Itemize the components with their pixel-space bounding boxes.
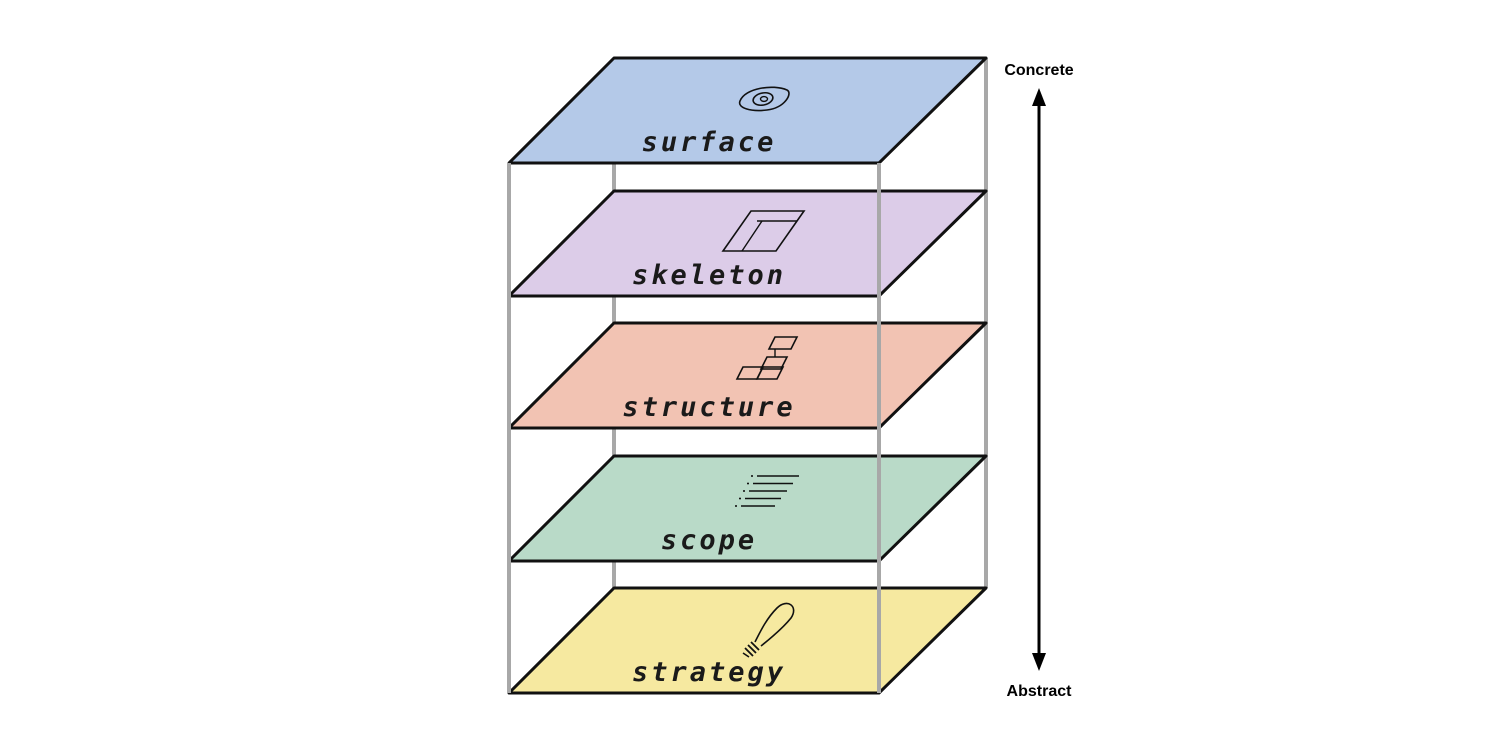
plane-structure-label: structure — [622, 392, 795, 423]
axis-bottom-label: Abstract — [1007, 683, 1073, 700]
planes: surface skeleton structure scope strategy — [507, 56, 988, 695]
lightbulb-icon — [742, 602, 795, 658]
axis-arrowhead-up — [1032, 88, 1046, 106]
plane-scope-label: scope — [661, 525, 757, 556]
axis-arrowhead-down — [1032, 653, 1046, 671]
plane-surface-label: surface — [642, 127, 777, 158]
plane-structure: structure — [507, 321, 988, 430]
plane-strategy-label: strategy — [632, 657, 786, 688]
list-icon — [735, 475, 799, 507]
axis-top-label: Concrete — [1004, 62, 1073, 79]
flowchart-icon — [735, 336, 799, 380]
plane-surface: surface — [507, 56, 988, 165]
plane-skeleton-label: skeleton — [632, 260, 786, 291]
abstraction-axis: Concrete Abstract — [1004, 62, 1073, 700]
plane-strategy: strategy — [507, 586, 988, 695]
eye-icon — [738, 86, 790, 112]
frame-front-posts — [507, 163, 881, 693]
wireframe-icon — [721, 210, 806, 252]
plane-skeleton: skeleton — [507, 189, 988, 298]
plane-scope: scope — [507, 454, 988, 563]
